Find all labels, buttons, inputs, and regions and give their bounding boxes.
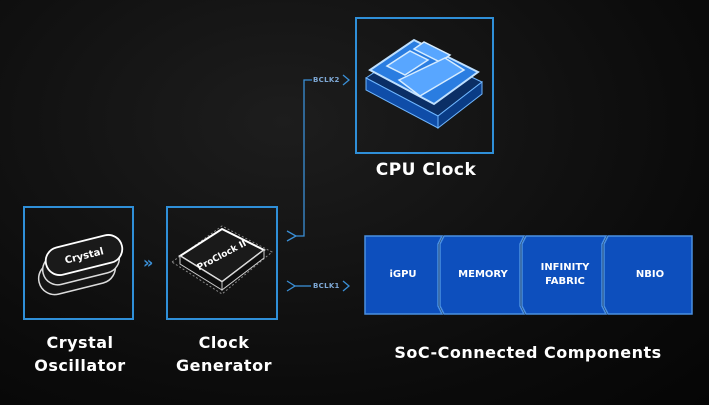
cpu-clock-node [355,17,494,154]
connector-lines [286,74,351,292]
chip-icon: ProClock II [171,225,273,295]
bclk1-label: BCLK1 [313,282,340,290]
soc-segment-igpu [364,235,444,315]
bclk2-label: BCLK2 [313,76,340,84]
segment-label-infinity-fabric: INFINITY FABRIC [540,262,590,287]
segment-label-igpu: iGPU [389,269,417,280]
cpu-clock-box [355,17,494,154]
clock-generator-caption: Clock Generator [176,333,272,375]
clock-generator-node: ProClock II [166,206,278,320]
cpu-icon [365,38,483,130]
bclk2-line [296,79,312,237]
arrow-osc-to-gen: » [143,253,153,272]
gen-out-arrow [286,230,298,242]
bclk1-arrow-head [342,280,351,292]
crystal-oscillator-node: Crystal [23,206,134,320]
crystal-oscillator-box [23,206,134,320]
cpu-clock-caption: CPU Clock [375,160,477,180]
crystal-icon: Crystal [37,234,124,296]
crystal-oscillator-caption: Crystal Oscillator [34,333,126,375]
soc-segment-memory [439,235,526,315]
soc-segment-nbio [603,235,693,315]
segment-label-nbio: NBIO [635,269,665,280]
soc-components-caption: SoC-Connected Components [394,343,662,362]
segment-label-memory: MEMORY [458,269,508,280]
soc-bar [364,235,693,315]
soc-segment-infinity-fabric [521,235,608,315]
bclk2-arrow-head [342,74,351,86]
gen-out-arrow-2 [286,280,297,292]
clock-generator-box [166,206,278,320]
